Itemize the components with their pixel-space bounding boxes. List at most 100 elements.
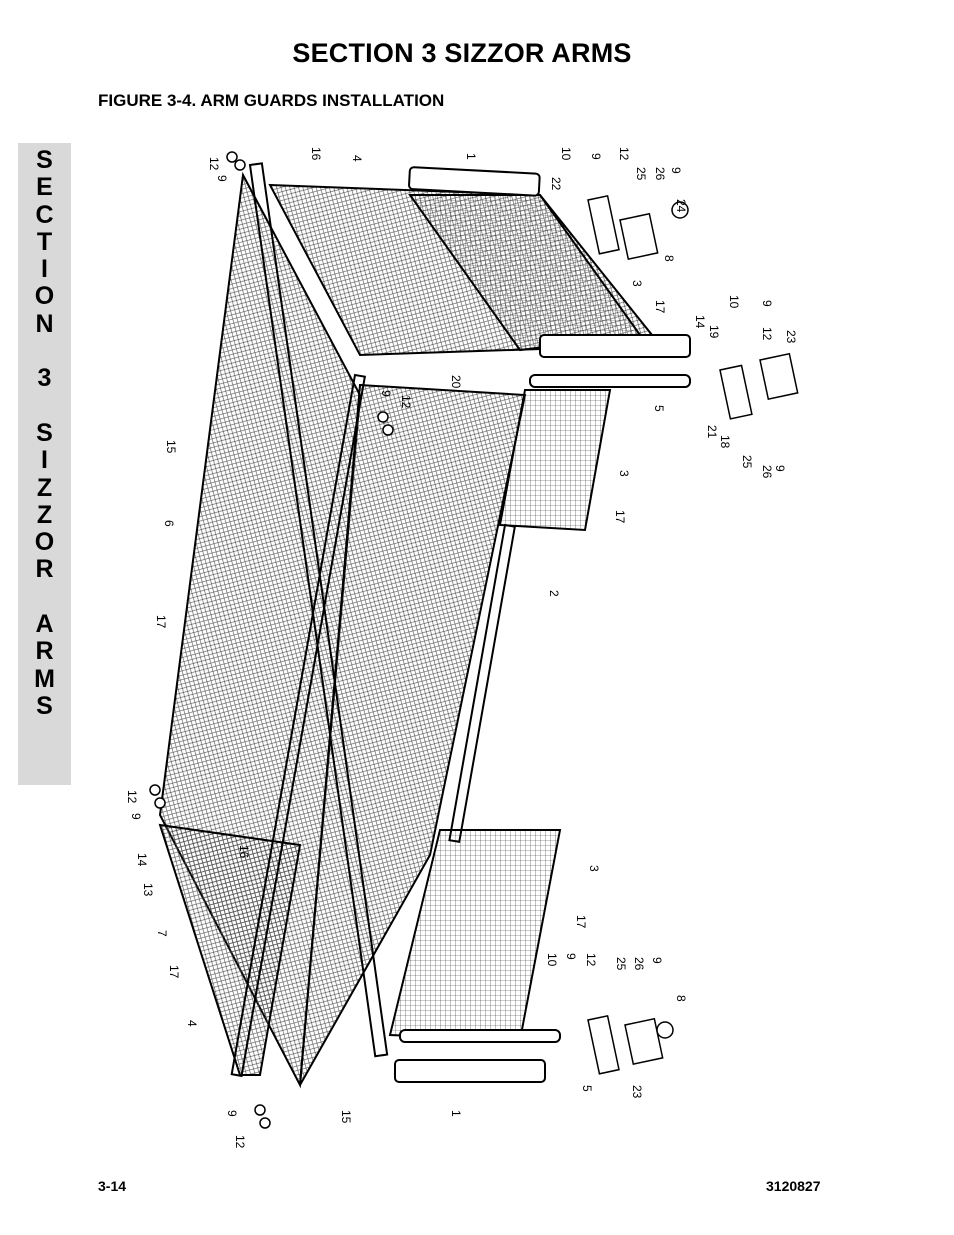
callout-25: 25	[634, 167, 648, 181]
side-tab-letter	[41, 393, 48, 420]
callout-9: 9	[215, 175, 229, 182]
washer-bottom-left	[254, 1104, 266, 1116]
callout-4: 4	[350, 155, 364, 162]
callout-12: 12	[617, 147, 631, 161]
washer-top-left	[226, 151, 238, 163]
lower-rail	[448, 523, 517, 844]
callout-12: 12	[584, 953, 598, 967]
callout-25: 25	[614, 957, 628, 971]
callout-10: 10	[727, 295, 741, 309]
callout-15: 15	[164, 440, 178, 454]
callout-21: 21	[705, 425, 719, 439]
washer-left-mid	[149, 784, 161, 796]
callout-7: 7	[155, 930, 169, 937]
callout-17: 17	[653, 300, 667, 314]
washer-bottom-left-2	[259, 1117, 271, 1129]
callout-22: 22	[549, 177, 563, 191]
callout-2: 2	[547, 590, 561, 597]
document-number: 3120827	[766, 1178, 821, 1194]
side-tab-letter: I	[41, 446, 48, 475]
side-tab-letter: N	[35, 309, 54, 338]
side-tab-letter: S	[36, 691, 53, 720]
callout-10: 10	[545, 953, 559, 967]
side-tab-letter: O	[34, 282, 55, 311]
callout-9: 9	[760, 300, 774, 307]
callout-12: 12	[399, 395, 413, 409]
callout-17: 17	[613, 510, 627, 524]
side-tab-letter: C	[35, 200, 54, 229]
side-tab-letter: 3	[37, 364, 52, 393]
washer-top-left-2	[234, 159, 246, 171]
callout-14: 14	[693, 315, 707, 329]
bracket-lower-b	[624, 1017, 664, 1066]
callout-9: 9	[564, 953, 578, 960]
side-tab-letter: S	[36, 146, 53, 174]
figure-title: FIGURE 3-4. ARM GUARDS INSTALLATION	[98, 91, 445, 110]
callout-9: 9	[669, 167, 683, 174]
bracket-upper-b	[619, 212, 659, 261]
callout-1: 1	[449, 1110, 463, 1117]
side-tab-letter: S	[36, 418, 53, 447]
callout-26: 26	[653, 167, 667, 181]
washer-left-mid-2	[154, 797, 166, 809]
callout-4: 4	[185, 1020, 199, 1027]
callout-16: 16	[309, 147, 323, 161]
bracket-mid-a	[719, 364, 753, 420]
callout-20: 20	[449, 375, 463, 389]
side-tab-letter: R	[35, 555, 54, 584]
callout-26: 26	[760, 465, 774, 479]
side-tab-letter: M	[34, 664, 55, 693]
callout-19: 19	[707, 325, 721, 339]
callout-24: 24	[674, 199, 688, 213]
callout-12: 12	[233, 1135, 247, 1149]
side-tab-letter: T	[36, 227, 53, 256]
callout-9: 9	[225, 1110, 239, 1117]
callout-15: 15	[339, 1110, 353, 1124]
side-tab-letter: E	[36, 173, 53, 202]
guard-end-bottom	[394, 1059, 546, 1083]
side-tab-letter: R	[35, 637, 54, 666]
middle-rail	[230, 373, 367, 1078]
callout-14: 14	[135, 853, 149, 867]
tube-5-upper	[529, 374, 691, 388]
center-mesh-panel	[299, 383, 527, 1086]
callout-9: 9	[773, 465, 787, 472]
callout-8: 8	[674, 995, 688, 1002]
callout-16: 16	[237, 845, 251, 859]
callout-9: 9	[650, 957, 664, 964]
callout-23: 23	[630, 1085, 644, 1099]
callout-17: 17	[574, 915, 588, 929]
callout-9: 9	[129, 813, 143, 820]
washer-center	[377, 411, 389, 423]
callout-1: 1	[464, 153, 478, 160]
callout-3: 3	[630, 280, 644, 287]
callout-25: 25	[740, 455, 754, 469]
bracket-lower-a	[587, 1014, 620, 1075]
callout-26: 26	[632, 957, 646, 971]
callout-9: 9	[589, 153, 603, 160]
side-tab-letter: I	[41, 255, 48, 284]
callout-10: 10	[559, 147, 573, 161]
callout-8: 8	[662, 255, 676, 262]
washer-center-2	[382, 424, 394, 436]
side-tab-letter	[41, 338, 48, 365]
callout-3: 3	[587, 865, 601, 872]
guard-end-mid	[539, 334, 691, 358]
callout-3: 3	[617, 470, 631, 477]
tube-5-lower	[399, 1029, 561, 1043]
section-title: SECTION 3 SIZZOR ARMS	[292, 38, 632, 68]
callout-17: 17	[154, 615, 168, 629]
callout-5: 5	[652, 405, 666, 412]
side-tab-letter: Z	[36, 500, 53, 529]
callout-18: 18	[718, 435, 732, 449]
callout-17: 17	[167, 965, 181, 979]
callout-5: 5	[580, 1085, 594, 1092]
side-tab-letter: A	[35, 610, 54, 639]
callout-6: 6	[162, 520, 176, 527]
right-grid-panel-upper	[498, 389, 612, 532]
callout-9: 9	[379, 390, 393, 397]
